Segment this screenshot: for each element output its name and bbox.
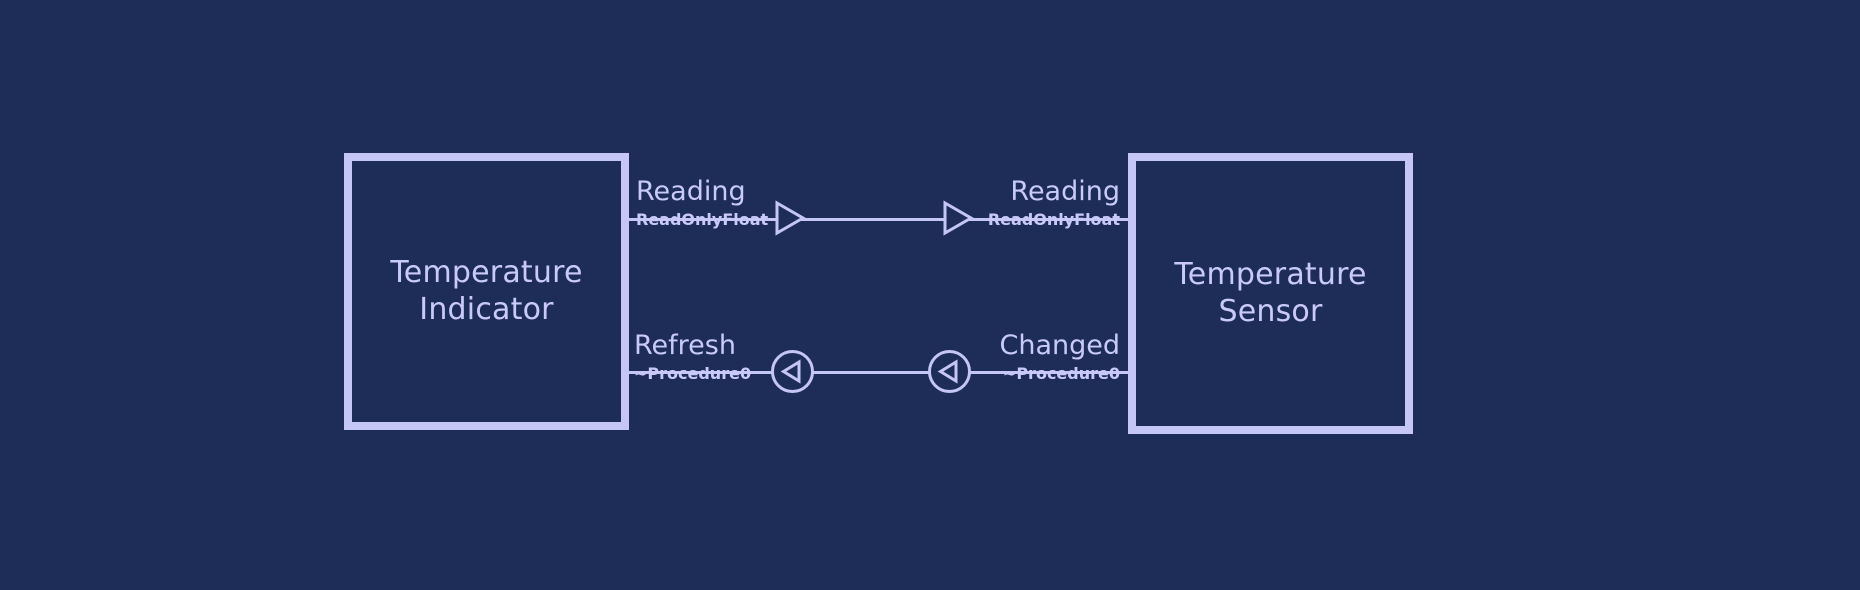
connector-reading[interactable] <box>629 218 1128 221</box>
port-type-target-reading: ReadOnlyFloat <box>987 210 1120 229</box>
port-type-source-reading: ReadOnlyFloat <box>636 210 769 229</box>
port-type-source-refresh: ~Procedure0 <box>634 364 752 383</box>
port-name-source-reading: Reading <box>636 176 746 207</box>
port-label-source-reading: Reading ReadOnlyFloat <box>636 178 768 228</box>
port-label-target-changed: Changed ~Procedure0 <box>916 332 1120 382</box>
component-temperature-indicator[interactable]: Temperature Indicator <box>344 153 629 430</box>
triangle-right-icon <box>938 198 978 242</box>
component-label-temperature-sensor: Temperature Sensor <box>1174 256 1367 329</box>
connector-refresh-changed[interactable] <box>629 371 1128 374</box>
port-type-target-changed: ~Procedure0 <box>1002 364 1120 383</box>
triangle-right-icon <box>770 198 810 242</box>
circle-triangle-left-icon <box>769 348 816 399</box>
component-label-temperature-indicator: Temperature Indicator <box>390 254 583 327</box>
port-name-target-reading: Reading <box>1010 176 1120 207</box>
port-name-source-refresh: Refresh <box>634 330 736 361</box>
circle-triangle-left-icon <box>926 348 973 399</box>
port-label-target-reading: Reading ReadOnlyFloat <box>916 178 1120 228</box>
component-temperature-sensor[interactable]: Temperature Sensor <box>1128 153 1413 434</box>
port-name-target-changed: Changed <box>999 330 1120 361</box>
port-label-source-refresh: Refresh ~Procedure0 <box>634 332 751 382</box>
